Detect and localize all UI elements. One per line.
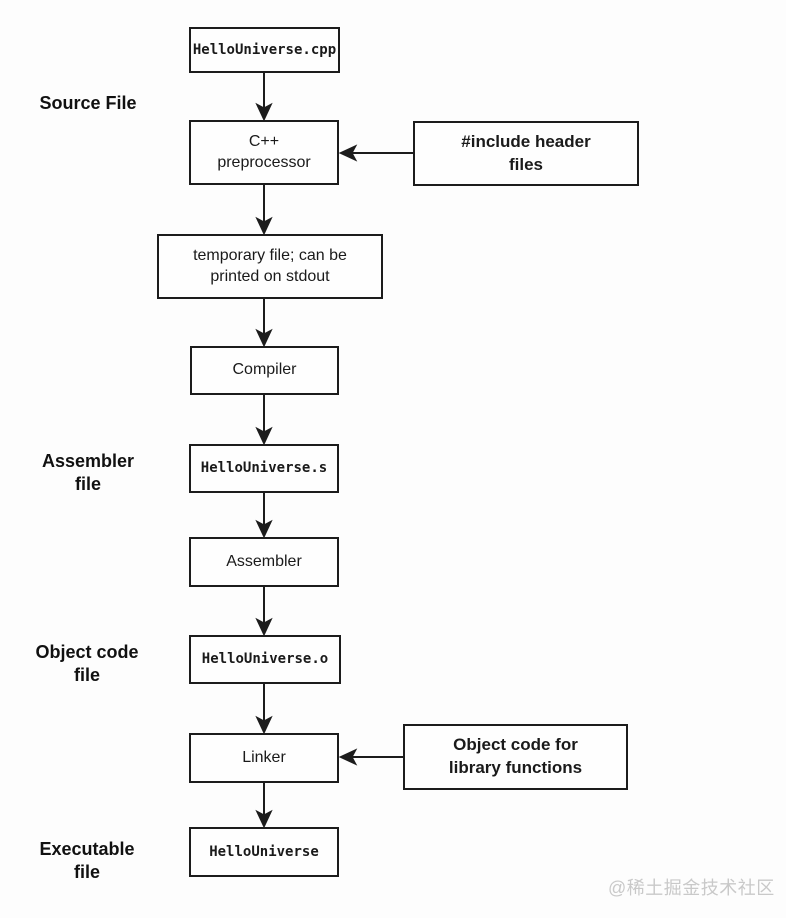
node-compiler: Compiler xyxy=(190,346,339,395)
arrow-tempfile-to-compiler xyxy=(255,299,273,348)
arrow-assembler-to-objfile xyxy=(255,587,273,637)
stage-label-object-code-file: Object code file xyxy=(35,642,139,685)
arrow-linker-to-executable xyxy=(255,783,273,829)
node-cpp-source-file: HelloUniverse.cpp xyxy=(189,27,340,73)
node-temporary-file: temporary file; can be printed on stdout xyxy=(157,234,383,299)
node-assembly-file: HelloUniverse.s xyxy=(189,444,339,493)
stage-label-assembler-file: Assembler file xyxy=(41,451,135,494)
node-executable: HelloUniverse xyxy=(189,827,339,877)
node-cpp-preprocessor: C++ preprocessor xyxy=(189,120,339,185)
arrow-asmfile-to-assembler xyxy=(255,493,273,539)
node-assembler: Assembler xyxy=(189,537,339,587)
stage-label-executable-file: Executable file xyxy=(39,839,135,882)
node-object-code-library: Object code for library functions xyxy=(403,724,628,790)
node-object-file: HelloUniverse.o xyxy=(189,635,341,684)
arrow-objlib-to-linker xyxy=(338,748,403,766)
stage-label-source-file: Source File xyxy=(39,93,137,113)
node-linker: Linker xyxy=(189,733,339,783)
arrow-compiler-to-asmfile xyxy=(255,395,273,446)
arrow-includes-to-preprocessor xyxy=(338,144,413,162)
arrow-cpp-to-preprocessor xyxy=(255,73,273,122)
arrow-objfile-to-linker xyxy=(255,684,273,735)
arrow-preprocessor-to-tempfile xyxy=(255,185,273,236)
watermark-text: @稀土掘金技术社区 xyxy=(608,878,775,898)
node-include-header-files: #include header files xyxy=(413,121,639,186)
